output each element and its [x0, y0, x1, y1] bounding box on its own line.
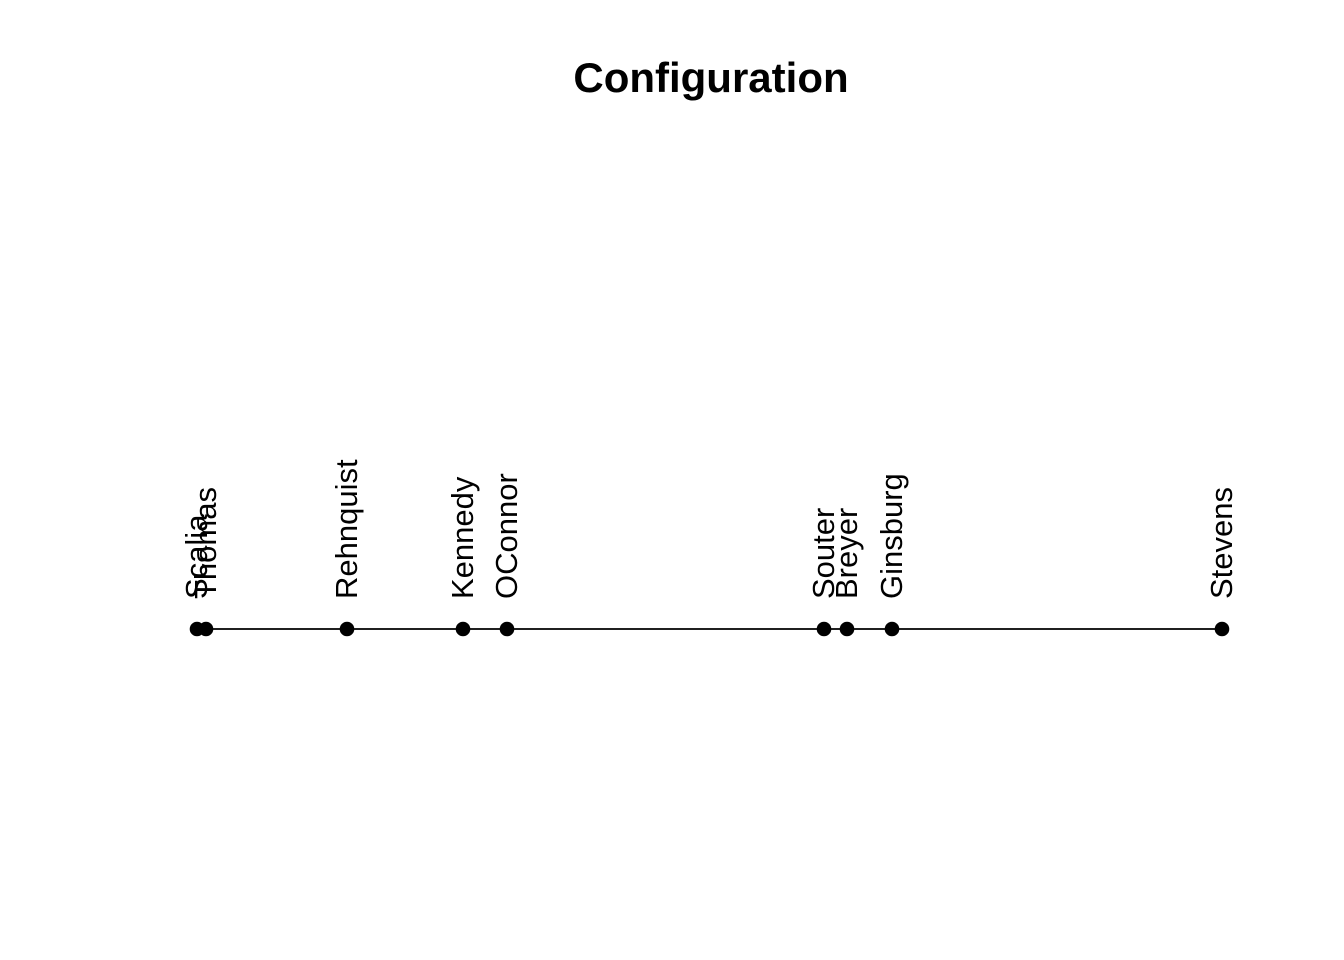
data-point-kennedy: [455, 621, 471, 637]
point-label-oconnor: OConnor: [489, 473, 524, 599]
data-point-souter: [816, 621, 832, 637]
point-label-scalia: Scalia: [179, 514, 214, 599]
data-point-thomas: [198, 621, 214, 637]
point-label-stevens: Stevens: [1204, 487, 1239, 599]
data-point-rehnquist: [339, 621, 355, 637]
point-label-rehnquist: Rehnquist: [329, 459, 364, 599]
point-label-kennedy: Kennedy: [445, 476, 480, 599]
point-label-breyer: Breyer: [829, 508, 864, 599]
point-label-souter: Souter: [806, 508, 841, 599]
data-point-oconnor: [499, 621, 515, 637]
point-label-ginsburg: Ginsburg: [874, 473, 909, 599]
points-layer: [189, 621, 1230, 637]
plot-title: Configuration: [573, 54, 848, 101]
data-point-breyer: [839, 621, 855, 637]
point-label-thomas: Thomas: [188, 487, 223, 599]
data-point-ginsburg: [884, 621, 900, 637]
data-point-stevens: [1214, 621, 1230, 637]
